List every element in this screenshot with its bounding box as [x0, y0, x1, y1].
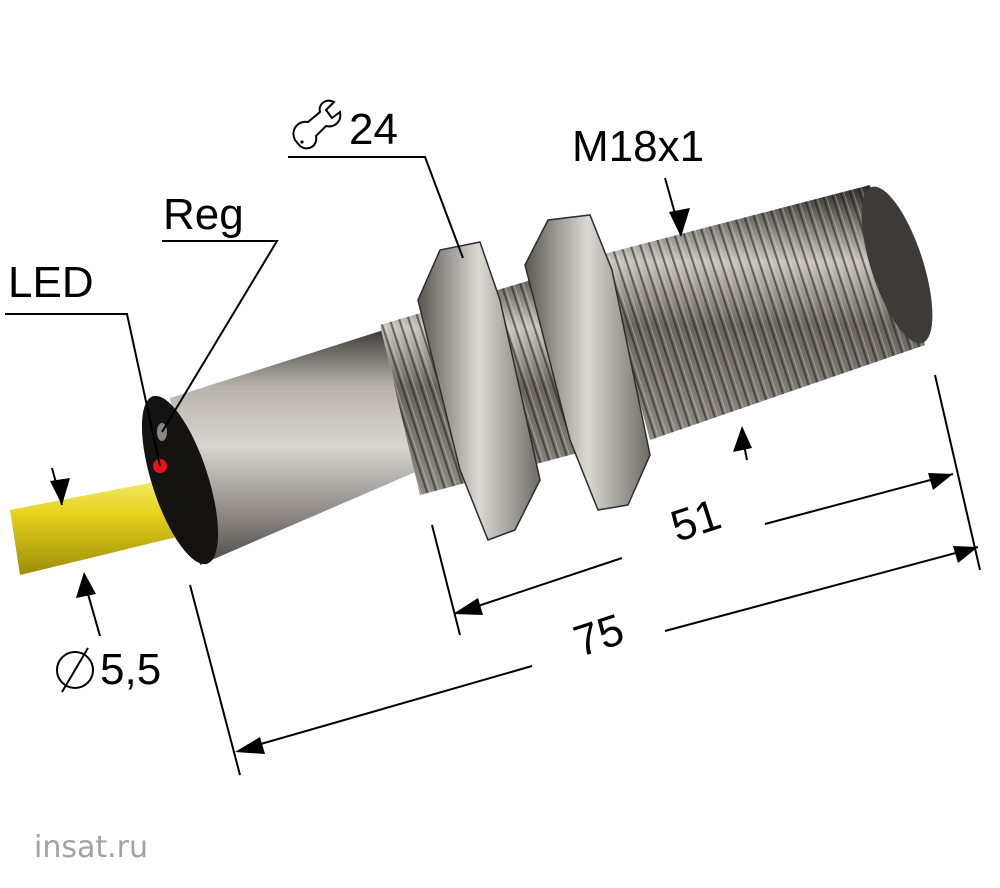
cable-diameter-label: 5,5: [100, 645, 162, 694]
diameter-icon: [56, 647, 94, 693]
wrench-icon: [292, 99, 342, 150]
lock-nut-2: [524, 214, 651, 511]
thread-label: M18x1: [572, 122, 705, 171]
sensing-face: [861, 186, 933, 344]
lock-nut-1: [417, 241, 541, 541]
reg-label: Reg: [163, 190, 244, 239]
dimension-lines: [5, 156, 981, 776]
rear-housing: [170, 328, 420, 565]
cable: [10, 480, 185, 575]
dimension-arrows: [50, 208, 978, 754]
wrench-size-label: 24: [349, 105, 398, 154]
led-label: LED: [8, 258, 94, 307]
watermark: insat.ru: [34, 830, 149, 865]
sensor-body: [10, 185, 933, 575]
